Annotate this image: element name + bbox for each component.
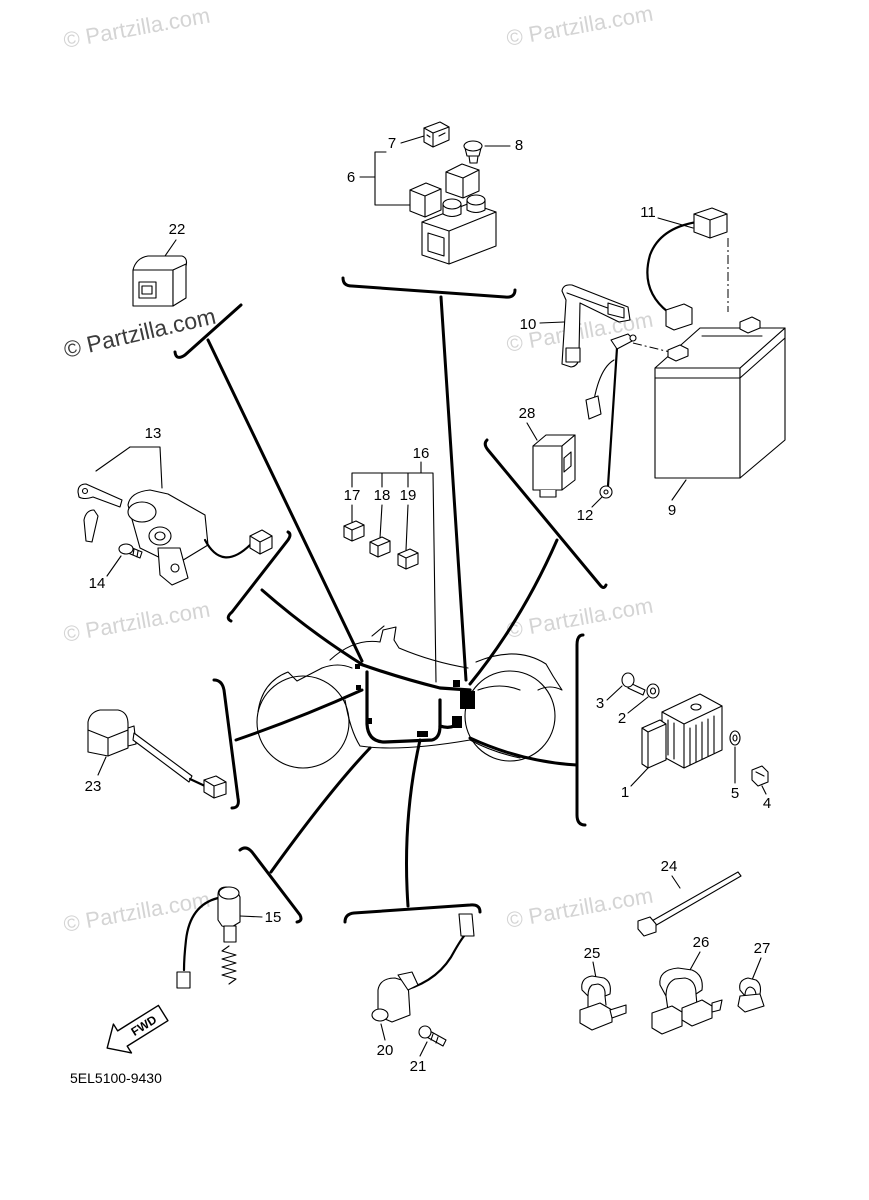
bolt-3 (621, 672, 646, 696)
callout-27: 27 (754, 940, 771, 957)
watermark-text: © Partzilla.com (62, 3, 212, 53)
harness-connector (355, 664, 360, 669)
callout-17: 17 (344, 487, 361, 504)
callout-14: 14 (89, 575, 106, 592)
callout-28: 28 (519, 405, 536, 422)
washer-5 (729, 730, 741, 746)
cable-tie-24 (637, 871, 742, 937)
diagram-code: 5EL5100-9430 (70, 1070, 162, 1086)
fuse-17 (343, 520, 365, 542)
clip-4 (751, 765, 769, 787)
callout-25: 25 (584, 945, 601, 962)
harness-connector (460, 691, 475, 709)
washer-2 (646, 683, 660, 699)
watermark-text: © Partzilla.com (505, 1, 655, 51)
arrow-icon (106, 1004, 169, 1054)
callout-5: 5 (731, 785, 739, 802)
battery-band-10 (561, 284, 631, 368)
callout-7: 7 (388, 135, 396, 152)
starter-relay-6 (409, 163, 497, 265)
forward-direction-arrow: FWD (106, 1004, 169, 1054)
motorcycle-outline (256, 625, 563, 769)
fuse-19 (397, 548, 419, 570)
callouts: 1 2 3 4 5 6 7 8 9 10 11 12 13 14 15 16 1… (85, 135, 772, 1075)
wire-harness (355, 662, 475, 744)
callout-1: 1 (621, 784, 629, 801)
callout-4: 4 (763, 795, 771, 812)
clamp-25 (579, 975, 627, 1031)
sensor-23 (87, 709, 227, 799)
callout-2: 2 (618, 710, 626, 727)
callout-13: 13 (145, 425, 162, 442)
clamp-26 (651, 967, 723, 1035)
callout-26: 26 (693, 934, 710, 951)
callout-11: 11 (640, 204, 656, 221)
watermark-text: © Partzilla.com (61, 303, 218, 363)
harness-connector (356, 685, 361, 690)
screw-14 (118, 543, 143, 559)
callout-21: 21 (410, 1058, 427, 1075)
callout-6: 6 (347, 169, 355, 186)
callout-10: 10 (520, 316, 537, 333)
fuse-18 (369, 536, 391, 558)
harness-connector (417, 731, 428, 737)
main-switch-13 (77, 483, 273, 586)
callout-9: 9 (668, 502, 676, 519)
clip-27 (737, 977, 765, 1013)
callout-3: 3 (596, 695, 604, 712)
bolt-8 (463, 140, 483, 164)
callout-19: 19 (400, 487, 417, 504)
switch-20 (371, 913, 475, 1023)
callout-leaders (95, 135, 767, 1057)
battery-cable-12 (585, 333, 637, 499)
watermark-text: © Partzilla.com (62, 597, 212, 647)
rectifier-regulator-1 (641, 693, 723, 769)
callout-15: 15 (265, 909, 282, 926)
fuse-7 (423, 121, 450, 148)
callout-24: 24 (661, 858, 678, 875)
harness-connector (452, 716, 462, 728)
callout-12: 12 (577, 507, 594, 524)
watermark-text: © Partzilla.com (62, 887, 212, 937)
relay-22 (132, 255, 188, 307)
battery-lead-11 (646, 207, 728, 331)
callout-8: 8 (515, 137, 523, 154)
callout-23: 23 (85, 778, 102, 795)
bolt-21 (418, 1025, 447, 1047)
group-leaders (173, 276, 608, 924)
battery-9 (654, 316, 786, 479)
callout-22: 22 (169, 221, 186, 238)
callout-16: 16 (413, 445, 430, 462)
relay-28 (532, 434, 576, 498)
watermark-text: © Partzilla.com (505, 883, 655, 933)
callout-18: 18 (374, 487, 391, 504)
harness-connector (367, 718, 372, 724)
callout-20: 20 (377, 1042, 394, 1059)
harness-connector (453, 680, 460, 687)
neutral-switch-15 (176, 886, 241, 989)
